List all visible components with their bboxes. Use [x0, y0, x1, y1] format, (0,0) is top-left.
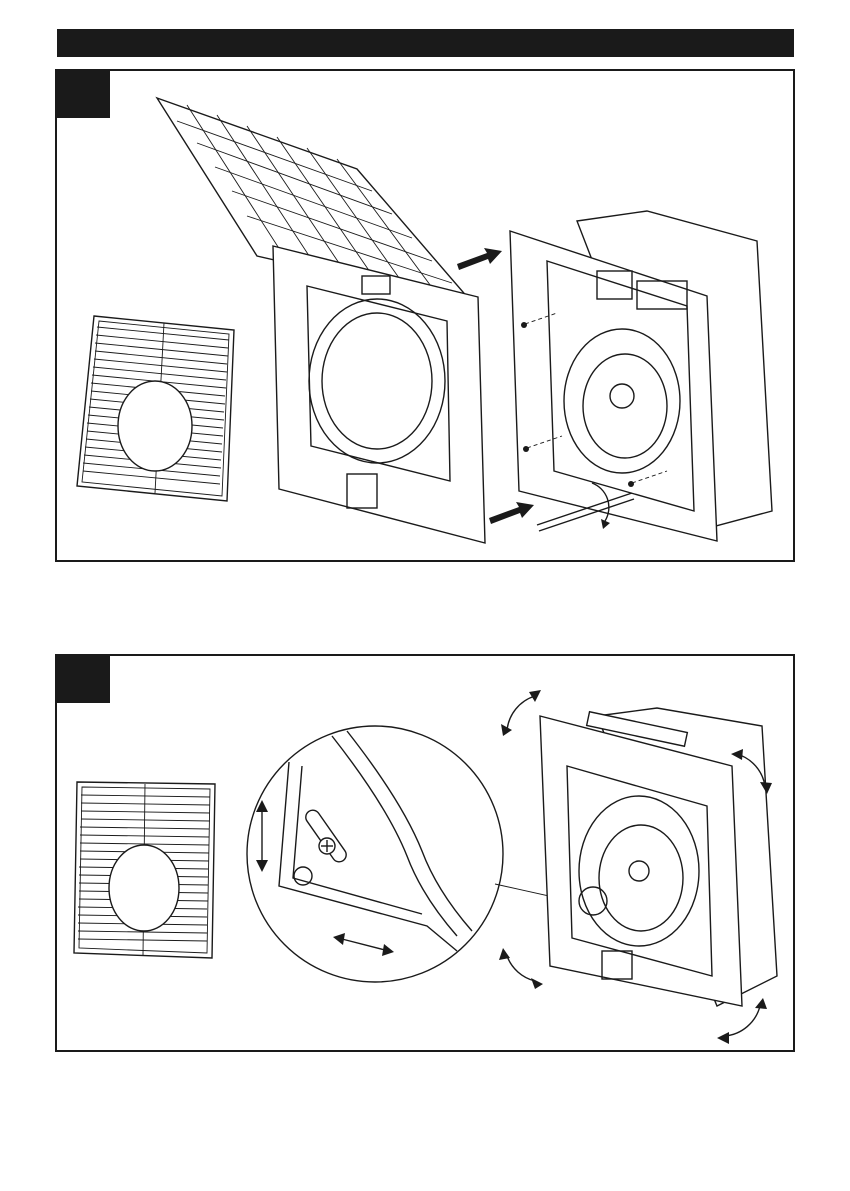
outer-grille	[77, 316, 234, 501]
header-bar	[57, 29, 794, 57]
figure-1-panel	[55, 69, 795, 562]
figure-2-illustration	[57, 656, 793, 1050]
figure-1-illustration	[57, 71, 793, 560]
figure-2-panel	[55, 654, 795, 1052]
detail-magnifier	[247, 726, 585, 982]
outer-grille	[74, 782, 215, 958]
fan-housing	[510, 211, 772, 541]
mounting-frame	[273, 246, 485, 543]
